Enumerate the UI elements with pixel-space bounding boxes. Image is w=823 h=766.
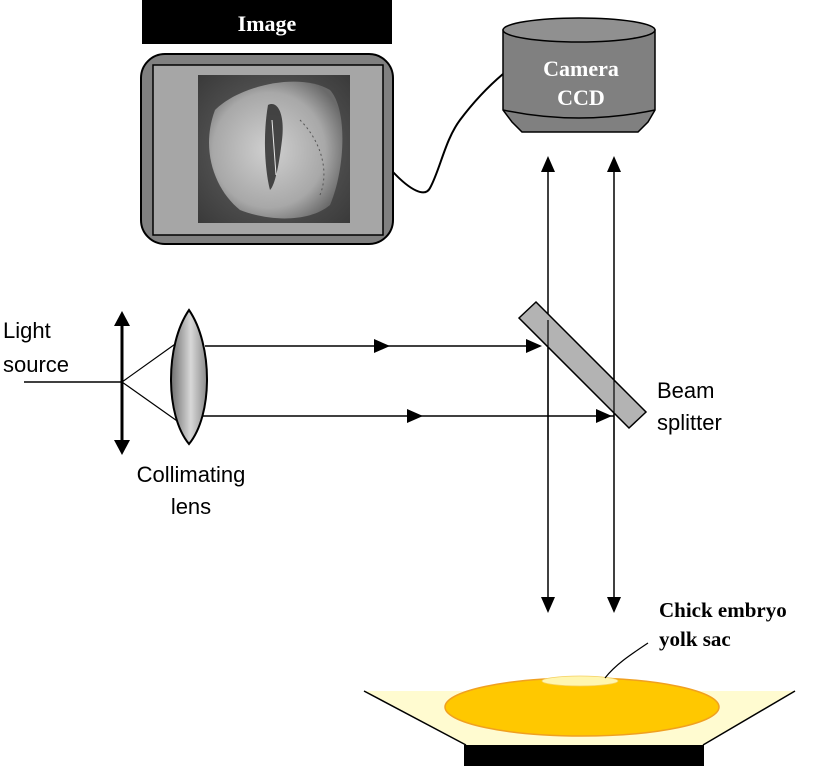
beam-splitter-label-line1: Beam [657, 378, 714, 403]
arrow-down-icon [607, 597, 621, 613]
camera-ccd: Camera CCD [502, 17, 656, 133]
arrow-up-icon [541, 156, 555, 172]
horizontal-beams [203, 339, 614, 423]
monitor-label: Image [238, 11, 297, 36]
monitor-title-bar: Image [142, 0, 392, 44]
arrow-down-icon [114, 440, 130, 455]
arrow-right-icon [596, 409, 612, 423]
sample-label-line2: yolk sac [659, 627, 731, 651]
camera-cable [392, 73, 504, 194]
sample-label-line1: Chick embryo [659, 598, 787, 622]
light-source: Light source [3, 311, 181, 455]
embryo-image [198, 75, 350, 223]
monitor [140, 53, 394, 245]
yolk [444, 677, 720, 737]
stage-stand [464, 745, 704, 766]
beam-splitter: Beam splitter [517, 300, 722, 440]
arrow-down-icon [541, 597, 555, 613]
sample-pointer-line [604, 642, 649, 679]
lens-label-line2: lens [171, 494, 211, 519]
light-source-label-line2: source [3, 352, 69, 377]
lens-label-line1: Collimating [137, 462, 246, 487]
light-source-label-line1: Light [3, 318, 51, 343]
beam-splitter-label-line2: splitter [657, 410, 722, 435]
arrow-up-icon [114, 311, 130, 326]
embryo-spot [541, 675, 619, 687]
collimating-lens: Collimating lens [137, 308, 246, 519]
arrow-right-icon [407, 409, 423, 423]
arrow-right-icon [526, 339, 542, 353]
camera-label-line1: Camera [543, 56, 619, 81]
sample-dish: Chick embryo yolk sac [363, 598, 796, 766]
camera-label-line2: CCD [557, 85, 605, 110]
arrow-up-icon [607, 156, 621, 172]
arrow-right-icon [374, 339, 390, 353]
